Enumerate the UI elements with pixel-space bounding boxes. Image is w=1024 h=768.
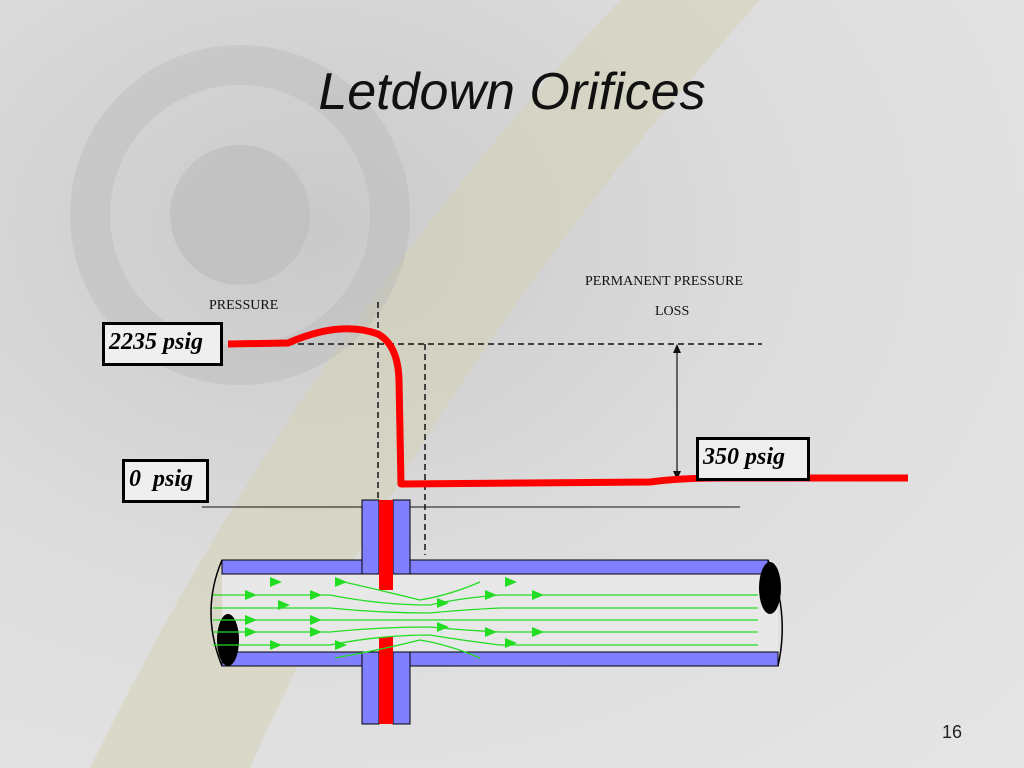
orifice-plate-bottom [379, 637, 393, 724]
flange-bottom-right [392, 651, 411, 725]
loss-arrow-head-up [673, 344, 681, 353]
pressure-curve [227, 325, 908, 488]
pressure-label: PRESSURE [209, 298, 279, 313]
loss-arrow-head-down [673, 471, 681, 480]
pipe-cut-right [759, 562, 781, 614]
flange-top-left [361, 499, 380, 575]
page-number: 16 [941, 722, 962, 742]
flange-top-right [392, 499, 411, 575]
flow-streamlines [213, 579, 758, 659]
zero-pressure-box: 0 psig [122, 459, 209, 503]
flow-arrows [245, 577, 544, 650]
permanent-loss-label-line1: PERMANENT PRESSURE [585, 274, 744, 289]
slide-title: Letdown Orifices [318, 63, 706, 121]
flange-bottom-left [361, 651, 380, 725]
inlet-pressure-box: 2235 psig [102, 322, 223, 366]
pipe-end-left [210, 559, 223, 667]
pipe-interior [222, 573, 778, 652]
outlet-pressure-box: 350 psig [696, 437, 810, 481]
pipe-cut-left [217, 614, 239, 666]
permanent-loss-label-line2: LOSS [655, 304, 690, 319]
pipe-wall-top [221, 559, 769, 575]
pipe-wall-bottom [221, 651, 779, 667]
orifice-plate-top [379, 500, 393, 590]
